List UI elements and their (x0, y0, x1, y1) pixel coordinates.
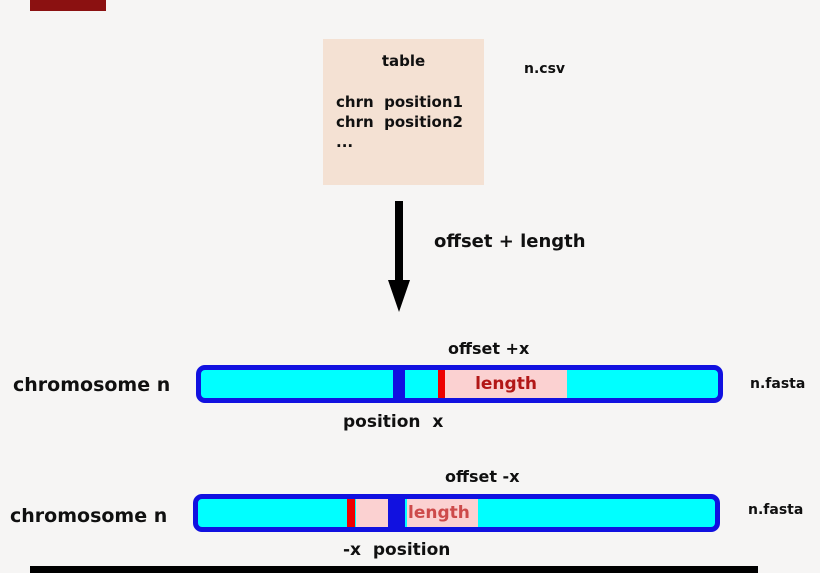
row1-fasta-file-label: n.fasta (750, 376, 806, 392)
row2-red-marker (347, 499, 355, 527)
table-row: chrn position2 (336, 113, 463, 131)
row2-offset-label: offset -x (445, 467, 520, 486)
row1-chromosome-bar: length (196, 365, 723, 403)
table-row-ellipsis: ... (336, 133, 354, 151)
row2-chromosome-bar: length (193, 494, 720, 532)
row2-chromosome-label: chromosome n (10, 505, 168, 527)
table-rows: chrn position1 chrn position2 ... (323, 70, 484, 152)
table-title: table (381, 52, 426, 70)
row1-length-segment: length (445, 370, 567, 398)
row1-position-label: position x (343, 412, 444, 432)
row1-red-marker (438, 370, 445, 398)
down-arrow-icon (388, 201, 410, 312)
row2-offset-segment (356, 499, 388, 527)
row2-fasta-file-label: n.fasta (748, 502, 804, 518)
csv-file-label: n.csv (524, 61, 566, 77)
csv-table-box: table chrn position1 chrn position2 ... (323, 39, 484, 185)
row2-position-divider (388, 499, 405, 527)
table-row: chrn position1 (336, 93, 463, 111)
bottom-black-bar (30, 566, 758, 573)
top-red-bar (30, 0, 106, 11)
row2-length-segment: length (407, 499, 478, 527)
transform-label: offset + length (434, 231, 586, 252)
row2-position-label: -x position (343, 540, 451, 560)
row1-offset-label: offset +x (448, 339, 530, 358)
row1-position-divider (393, 370, 405, 398)
row1-chromosome-label: chromosome n (13, 374, 171, 396)
